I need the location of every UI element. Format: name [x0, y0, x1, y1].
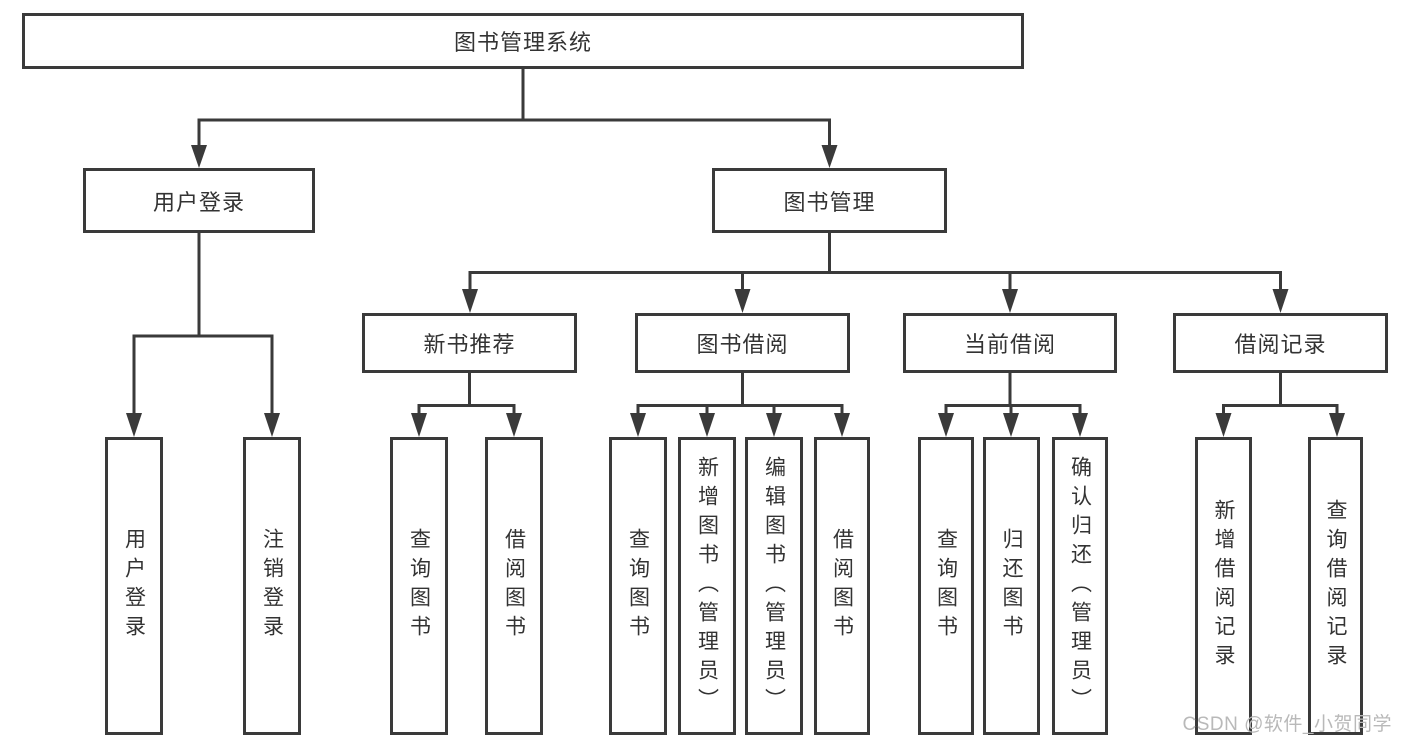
node-new-book-recommend: 新书推荐 — [362, 313, 577, 373]
leaf-query-books-recommend: 查询图书 — [390, 437, 448, 735]
node-current-borrow-label: 当前借阅 — [963, 332, 1056, 357]
leaf-borrow-books: 借阅图书 — [814, 437, 870, 735]
leaf-query-books-borrow-label: 查询图书 — [626, 528, 650, 644]
leaf-borrow-books-recommend-label: 借阅图书 — [502, 528, 526, 644]
node-book-management-label: 图书管理 — [783, 189, 876, 215]
leaf-confirm-return-admin: 确认归还（管理员） — [1052, 437, 1108, 735]
leaf-borrow-books-recommend: 借阅图书 — [485, 437, 543, 735]
node-root: 图书管理系统 — [22, 13, 1024, 69]
leaf-query-books-current: 查询图书 — [918, 437, 974, 735]
node-user-login-label: 用户登录 — [152, 189, 245, 215]
leaf-add-borrow-record: 新增借阅记录 — [1195, 437, 1252, 735]
node-new-book-recommend-label: 新书推荐 — [423, 332, 516, 357]
leaf-query-borrow-record: 查询借阅记录 — [1308, 437, 1363, 735]
node-current-borrow: 当前借阅 — [903, 313, 1117, 373]
leaf-query-books-borrow: 查询图书 — [609, 437, 667, 735]
watermark: CSDN @软件_小贺同学 — [1182, 714, 1392, 735]
node-borrow-records-label: 借阅记录 — [1234, 332, 1327, 357]
leaf-edit-books-admin-label: 编辑图书（管理员） — [762, 455, 786, 717]
leaf-user-login-label: 用户登录 — [122, 528, 146, 644]
node-borrow-records: 借阅记录 — [1173, 313, 1388, 373]
leaf-edit-books-admin: 编辑图书（管理员） — [745, 437, 803, 735]
node-book-borrow-label: 图书借阅 — [696, 332, 789, 357]
leaf-query-books-current-label: 查询图书 — [934, 528, 958, 644]
leaf-query-books-recommend-label: 查询图书 — [407, 528, 431, 644]
leaf-add-books-admin: 新增图书（管理员） — [678, 437, 736, 735]
node-book-management: 图书管理 — [712, 168, 947, 233]
leaf-user-login: 用户登录 — [105, 437, 163, 735]
node-user-login: 用户登录 — [83, 168, 315, 233]
arrowheads — [126, 145, 1345, 437]
leaf-confirm-return-admin-label: 确认归还（管理员） — [1068, 455, 1092, 717]
node-book-borrow: 图书借阅 — [635, 313, 850, 373]
node-root-label: 图书管理系统 — [453, 30, 592, 55]
leaf-return-books: 归还图书 — [983, 437, 1040, 735]
leaf-query-borrow-record-label: 查询借阅记录 — [1324, 499, 1347, 673]
leaf-add-books-admin-label: 新增图书（管理员） — [695, 455, 719, 717]
leaf-logout-label: 注销登录 — [260, 528, 284, 644]
leaf-borrow-books-label: 借阅图书 — [830, 528, 854, 644]
leaf-logout: 注销登录 — [243, 437, 301, 735]
leaf-return-books-label: 归还图书 — [1000, 528, 1023, 644]
leaf-add-borrow-record-label: 新增借阅记录 — [1212, 499, 1235, 673]
